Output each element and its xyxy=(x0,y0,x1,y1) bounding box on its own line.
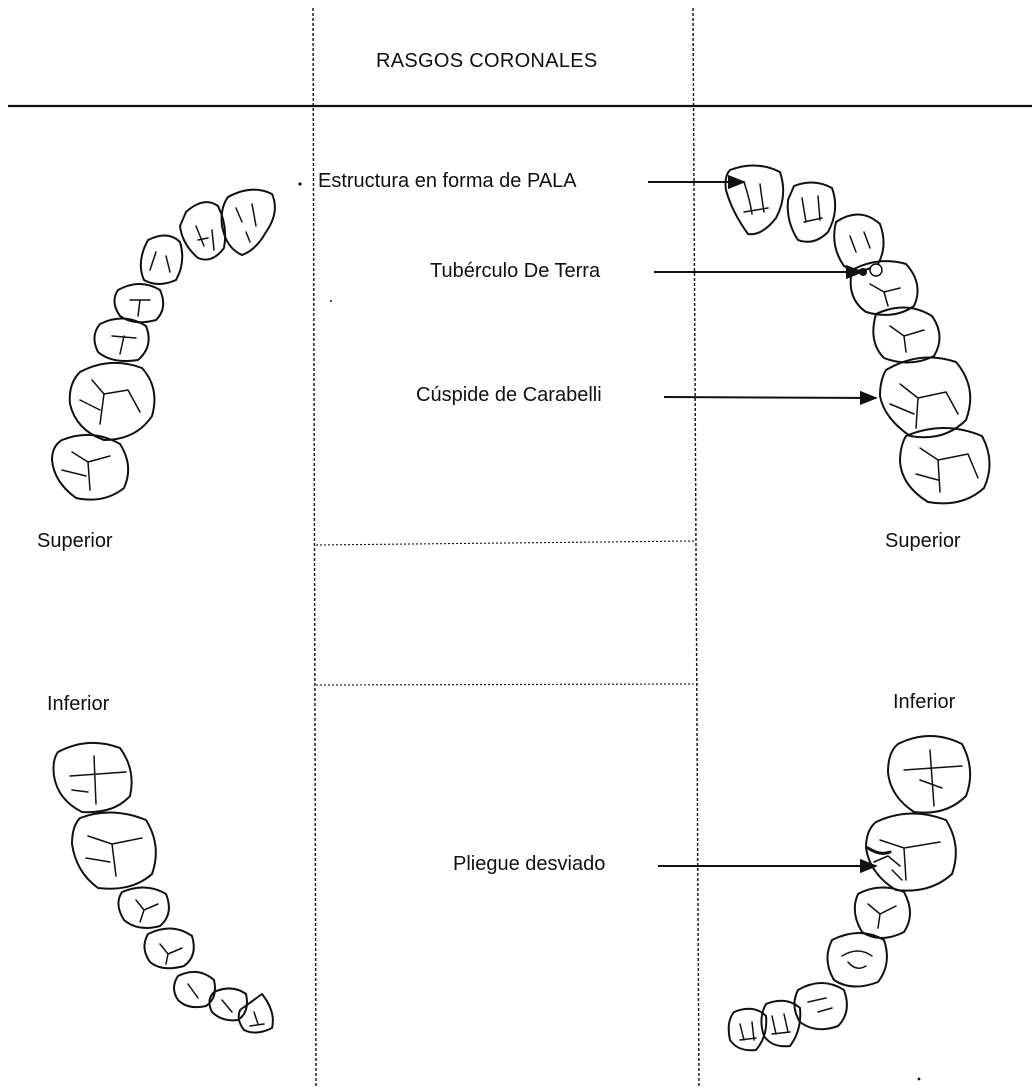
left-upper-arch xyxy=(51,188,276,501)
shovel-trait-label: Estructura en forma de PALA xyxy=(318,170,577,192)
molar-tooth xyxy=(51,433,130,501)
deflecting-wrinkle-molar-tooth xyxy=(865,812,957,892)
premolar-tooth xyxy=(853,886,911,939)
incisor-tooth xyxy=(179,201,227,261)
right-upper-arch xyxy=(724,164,991,505)
shovel-incisor-tooth xyxy=(724,164,785,236)
middle-lower-divider xyxy=(315,683,699,686)
left-column-divider xyxy=(312,7,317,1088)
molar-tooth xyxy=(887,735,972,814)
right-lower-jaw-label: Inferior xyxy=(893,691,956,713)
shovel-incisor-tooth xyxy=(786,181,837,243)
pointer-arrows xyxy=(648,174,878,874)
carabelli-pointer-arrow xyxy=(663,390,878,406)
premolar-tooth xyxy=(93,317,150,362)
premolar-tooth xyxy=(117,886,170,929)
canine-tooth xyxy=(173,970,216,1009)
page-title: RASGOS CORONALES xyxy=(376,50,598,72)
incisor-tooth xyxy=(237,993,274,1034)
incisor-tooth xyxy=(220,188,276,256)
premolar-tooth xyxy=(113,283,165,324)
canine-tooth xyxy=(139,234,184,285)
molar-tooth xyxy=(71,811,157,890)
carabelli-molar-tooth xyxy=(879,356,972,439)
molar-tooth xyxy=(52,741,133,814)
right-lower-arch xyxy=(727,735,972,1052)
left-lower-arch xyxy=(52,741,274,1034)
shovel-incisor-tooth xyxy=(760,999,802,1048)
left-lower-jaw-label: Inferior xyxy=(47,693,110,715)
premolar-tooth xyxy=(143,927,195,970)
canine-tooth xyxy=(793,982,848,1031)
molar-tooth xyxy=(68,361,156,441)
de-terra-trait-label: Tubérculo De Terra xyxy=(430,260,601,282)
shovel-incisor-tooth xyxy=(727,1007,768,1052)
premolar-tooth xyxy=(849,260,919,316)
frame-lines xyxy=(8,7,1032,1088)
deflecting-wrinkle-trait-label: Pliegue desviado xyxy=(453,853,606,875)
premolar-tooth xyxy=(872,306,941,364)
scan-specks xyxy=(298,182,921,1081)
left-upper-jaw-label: Superior xyxy=(37,530,113,552)
carabelli-trait-label: Cúspide de Carabelli xyxy=(416,384,602,406)
right-column-divider xyxy=(692,7,700,1088)
premolar-tooth xyxy=(826,932,888,988)
molar-tooth xyxy=(899,427,991,505)
middle-upper-divider xyxy=(315,540,697,546)
right-upper-jaw-label: Superior xyxy=(885,530,961,552)
